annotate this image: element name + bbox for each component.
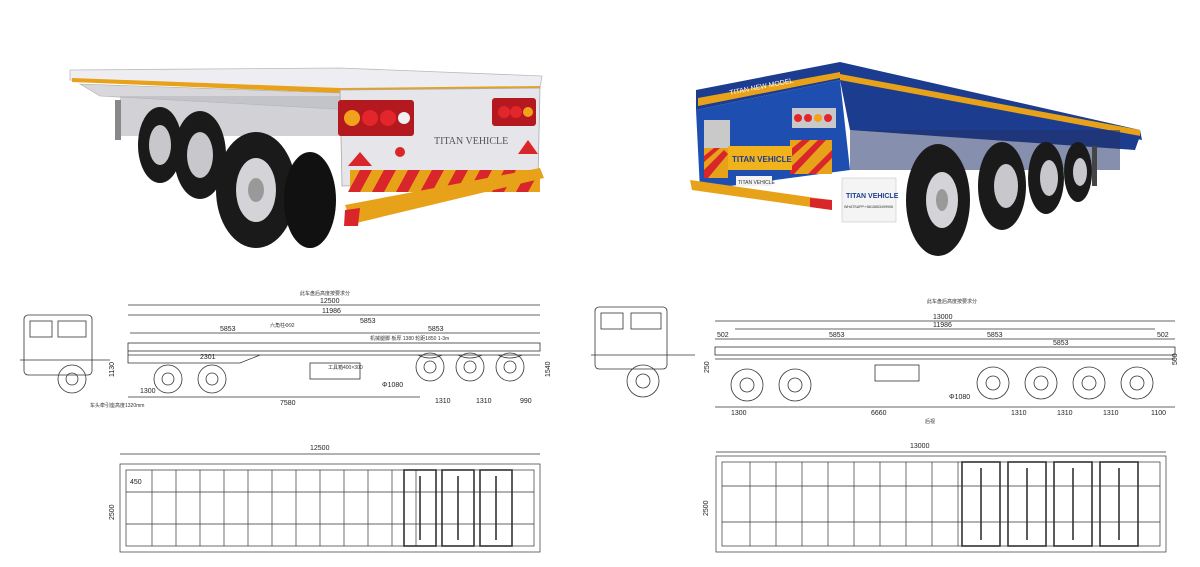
trailer-deck bbox=[714, 346, 1176, 356]
plan-width: 2500 bbox=[703, 500, 710, 516]
dim-1300: 1300 bbox=[731, 410, 747, 417]
dim-500: 500 bbox=[1172, 353, 1179, 365]
right-tail-lights bbox=[498, 106, 533, 118]
cross-members bbox=[722, 462, 1160, 546]
dim-7580: 7580 bbox=[280, 400, 296, 407]
landing-leg bbox=[115, 100, 121, 140]
plan-view-drawing-right: 13000 2500 bbox=[690, 440, 1180, 562]
note-bottom: 后视 bbox=[925, 418, 935, 425]
rear-small-label: TITAN VEHICLE bbox=[738, 180, 776, 186]
dim-1300: 1300 bbox=[140, 388, 156, 395]
brand-plate-text: TITAN VEHICLE bbox=[434, 136, 508, 147]
side-elevation-drawing-left: 此车盘后高度按要求分 12500 11986 5853 5853 5853 六角… bbox=[10, 285, 570, 420]
white-trailer-photo: TITAN VEHICLE bbox=[60, 40, 560, 270]
mudflap-plate-title: TITAN VEHICLE bbox=[846, 193, 899, 200]
dim-edge-right: 502 bbox=[1157, 332, 1169, 339]
rear-bumper bbox=[690, 180, 832, 210]
side-elevation-drawing-right: 此车盘后高度按要求分 13000 11986 502 5853 5853 585… bbox=[585, 285, 1190, 425]
dim-span-1: 5853 bbox=[220, 326, 236, 333]
tool-box bbox=[874, 364, 920, 382]
wheel-diameter: Φ1080 bbox=[949, 394, 970, 401]
brand-plate-text: TITAN VEHICLE bbox=[732, 155, 793, 164]
dim-span-1: 5853 bbox=[829, 332, 845, 339]
drawing-caption: 此车盘后高度按要求分 bbox=[927, 298, 977, 305]
dim-1310-a: 1310 bbox=[435, 398, 451, 405]
mudflap-plate bbox=[841, 177, 897, 223]
label-tank: 工具箱400×300 bbox=[328, 364, 363, 371]
rear-bumper-red bbox=[344, 208, 360, 226]
plan-length: 13000 bbox=[910, 443, 930, 450]
plan-outline bbox=[715, 455, 1167, 553]
dim-span-3: 5853 bbox=[428, 326, 444, 333]
rear-small-plate bbox=[736, 176, 772, 186]
rear-bumper bbox=[345, 168, 544, 224]
dim-edge-left: 502 bbox=[717, 332, 729, 339]
mudflap-plate-sub: WHATSAPP:+8615853499906 bbox=[844, 205, 893, 209]
dim-span-3: 5853 bbox=[1053, 340, 1069, 347]
dim-1310-b: 1310 bbox=[1057, 410, 1073, 417]
dim-span-2: 5853 bbox=[360, 318, 376, 325]
tractor-drive-wheels bbox=[730, 368, 812, 402]
drawing-caption: 此车盘后高度按要求分 bbox=[300, 290, 350, 297]
dim-1540: 1540 bbox=[545, 361, 552, 377]
reflective-triangle-right bbox=[518, 140, 538, 154]
axle-assemblies bbox=[961, 461, 1139, 547]
reflective-triangle-left bbox=[348, 152, 372, 166]
chevron-warning-panel-right bbox=[790, 140, 832, 174]
trailer-axles bbox=[976, 366, 1154, 400]
note-bottom: 车头牵引座高度1320mm bbox=[90, 402, 144, 409]
plan-length: 12500 bbox=[310, 445, 330, 452]
dim-1310-c: 1310 bbox=[1103, 410, 1119, 417]
dim-deck-length: 11986 bbox=[933, 322, 952, 329]
wheel-group-white bbox=[138, 107, 336, 248]
label-kingpin: 六角柱Φ92 bbox=[270, 322, 295, 329]
label-legs: 机械腿脚 板厚 1380 轮距1850 1-3m bbox=[370, 335, 449, 342]
yellow-side-stripe bbox=[840, 74, 1140, 136]
plan-width: 2500 bbox=[109, 504, 116, 520]
tow-light bbox=[395, 147, 405, 157]
trailer-deck bbox=[127, 342, 541, 352]
tractor-drive-wheels bbox=[153, 364, 227, 394]
plan-outline bbox=[119, 463, 541, 553]
left-tail-light-cluster bbox=[704, 120, 730, 148]
blue-trailer-photo: TITAN NEW MODEL TITAN VEHICLE bbox=[680, 50, 1150, 270]
landing-leg bbox=[1092, 146, 1097, 186]
wheel-group-blue bbox=[906, 142, 1092, 256]
dim-1310-b: 1310 bbox=[476, 398, 492, 405]
trailer-axles bbox=[415, 352, 525, 382]
chevron-warning-panel-left bbox=[704, 148, 728, 178]
tool-box bbox=[309, 362, 361, 380]
plan-view-drawing-left: 12500 2500 450 bbox=[100, 440, 550, 562]
tractor-cab bbox=[20, 314, 110, 394]
yellow-front-stripe bbox=[698, 72, 840, 106]
dim-overall-length: 12500 bbox=[320, 298, 340, 305]
dim-overall-length: 13000 bbox=[933, 314, 953, 321]
brand-plate bbox=[728, 146, 792, 170]
dim-deck-length: 11986 bbox=[322, 308, 341, 315]
dim-2301: 2301 bbox=[200, 354, 216, 361]
gooseneck bbox=[127, 351, 261, 364]
dim-6660: 6660 bbox=[871, 410, 887, 417]
cross-members bbox=[126, 470, 534, 546]
dim-1130: 1130 bbox=[109, 362, 116, 377]
dim-1100: 1100 bbox=[1151, 410, 1166, 417]
left-tail-lights bbox=[344, 110, 410, 126]
dim-1310-a: 1310 bbox=[1011, 410, 1027, 417]
wheel bbox=[284, 152, 336, 248]
dim-span-2: 5853 bbox=[987, 332, 1003, 339]
tail-lights bbox=[794, 114, 832, 122]
dim-990: 990 bbox=[520, 398, 532, 405]
dim-250: 250 bbox=[704, 361, 711, 373]
tractor-cab bbox=[591, 306, 695, 398]
axle-assemblies bbox=[403, 469, 513, 547]
wheel-diameter: Φ1080 bbox=[382, 382, 403, 389]
plan-edge: 450 bbox=[130, 479, 142, 486]
